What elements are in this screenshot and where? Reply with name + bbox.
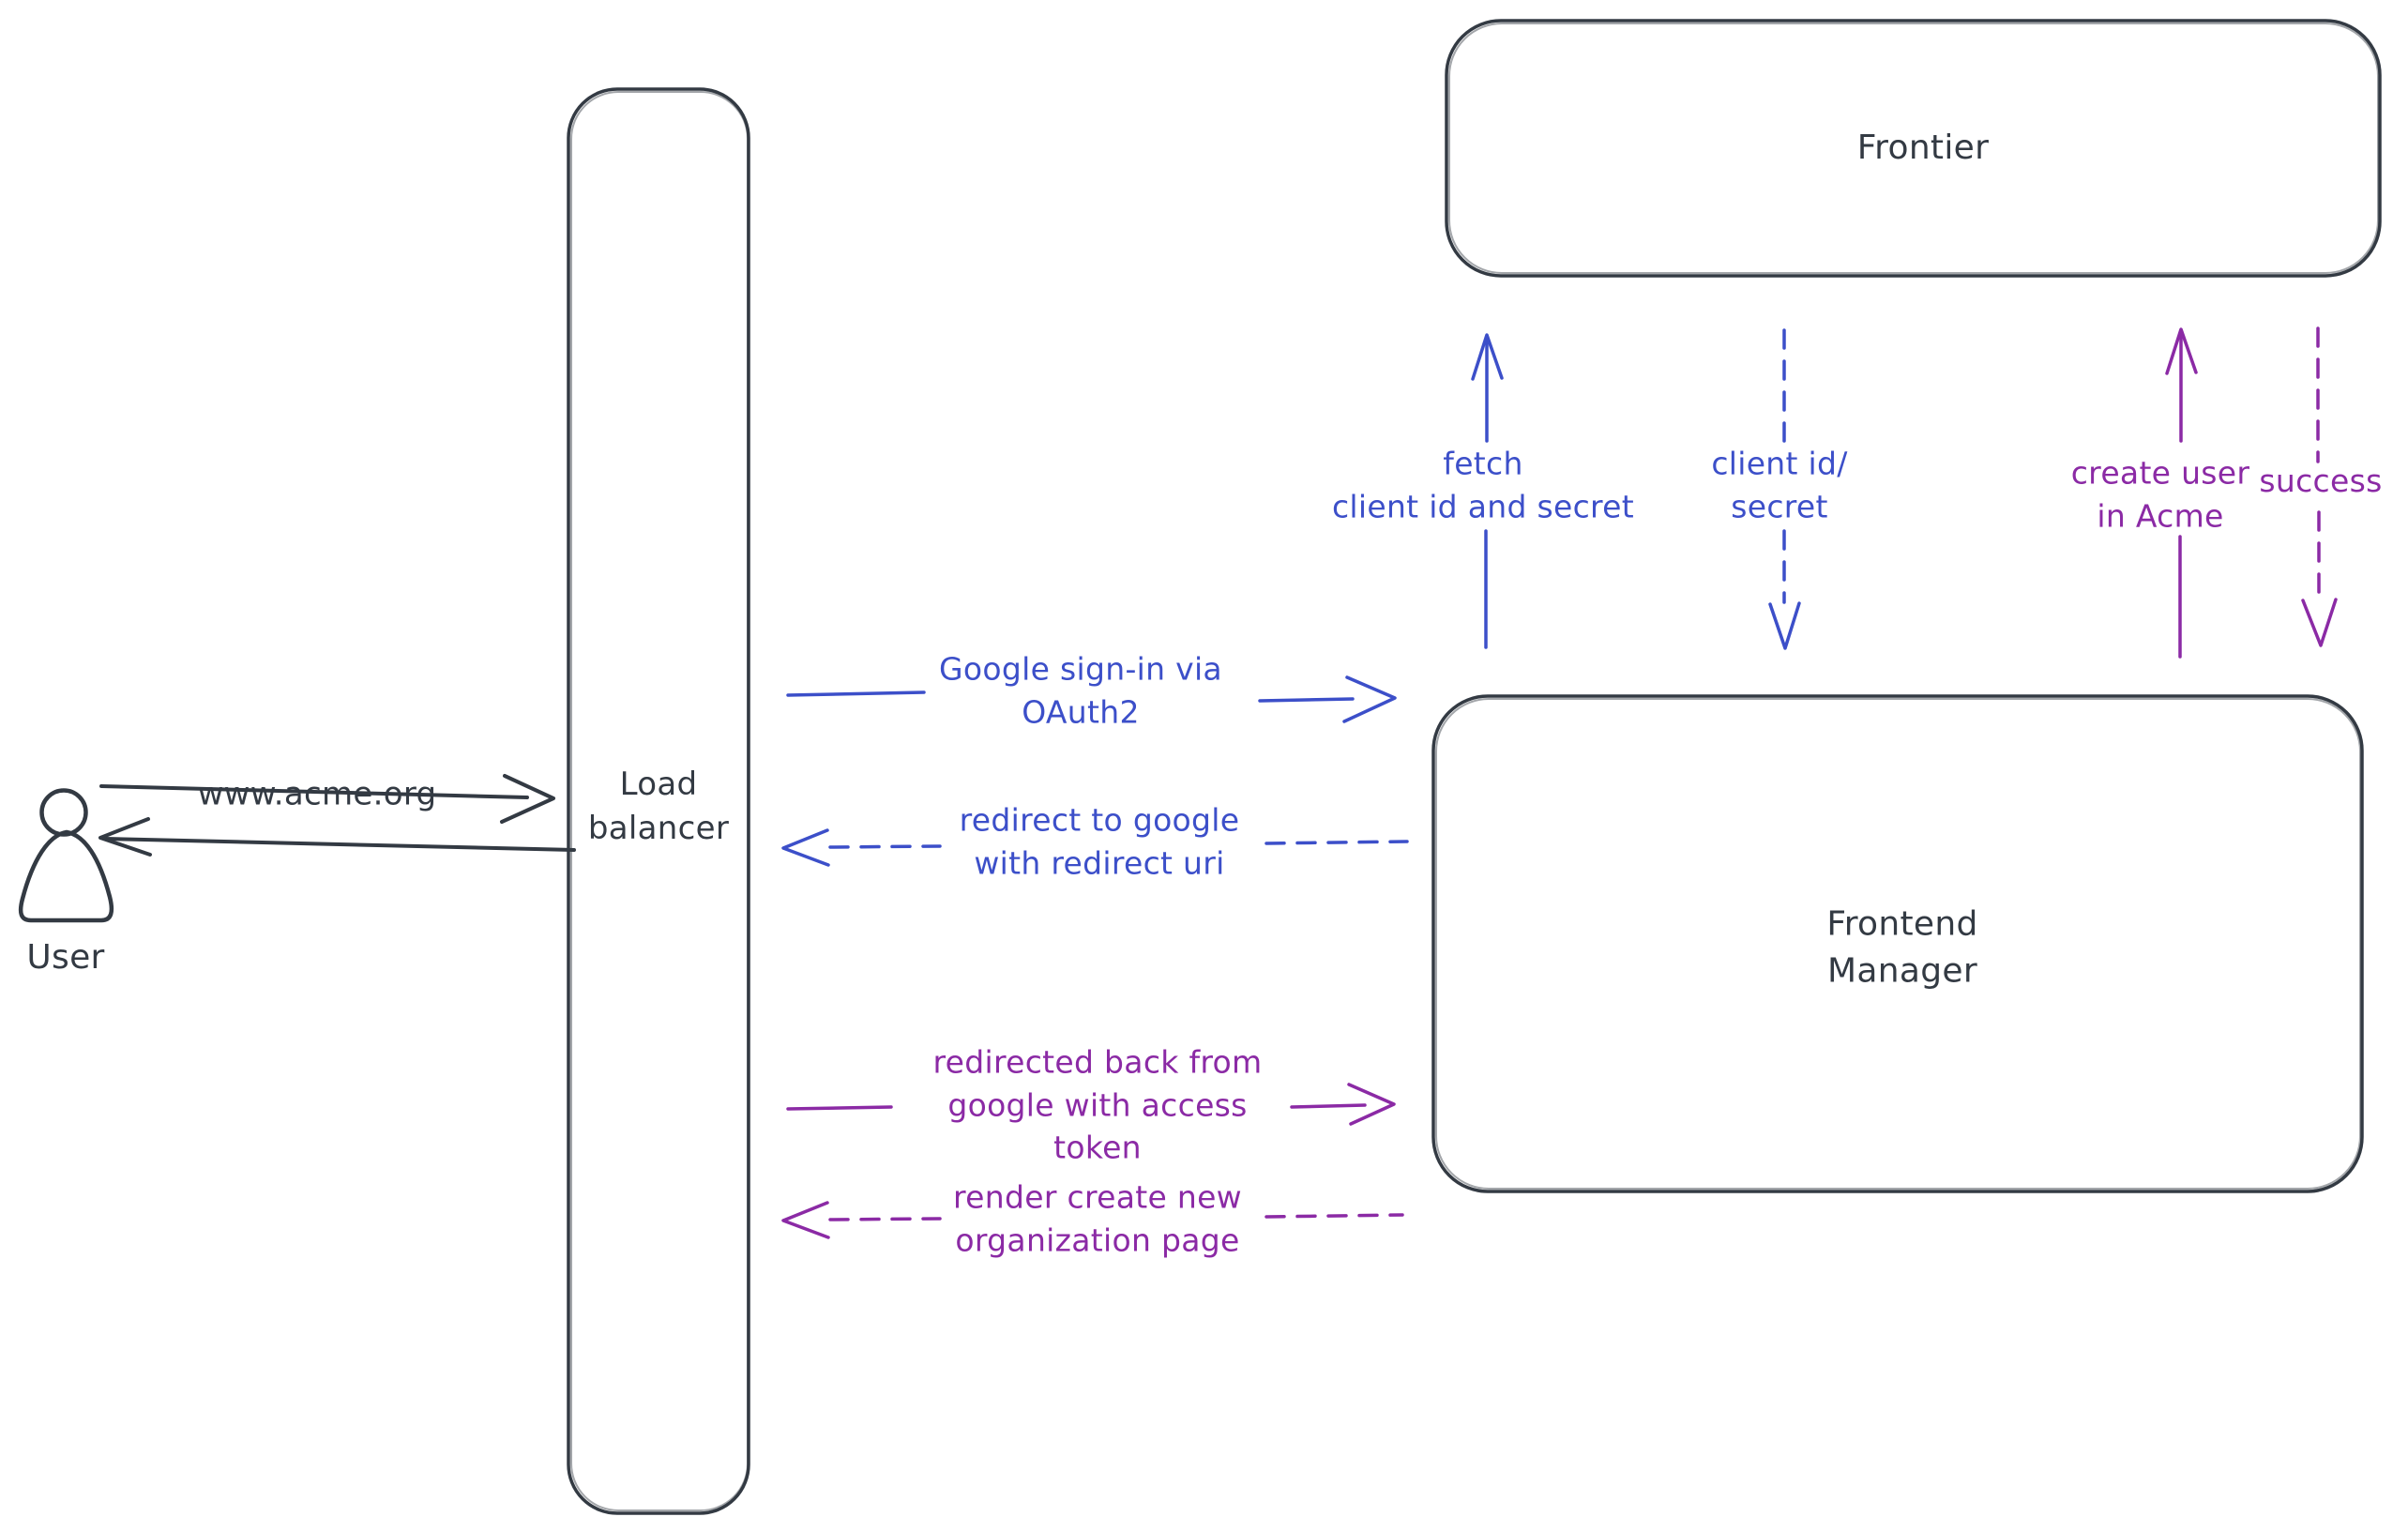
arrow-shaft (1265, 1213, 1404, 1219)
arrowhead (1471, 333, 1504, 381)
arrow-client-id-secret (1768, 328, 1801, 650)
arrowhead (500, 774, 555, 824)
frontend-manager-box (1431, 694, 2364, 1193)
edge-label-redirected-back: redirected back from google with access … (932, 1043, 1263, 1166)
arrow-shaft (786, 690, 926, 697)
node-label-frontier: Frontier (1856, 129, 1990, 168)
arrow-shaft (99, 784, 529, 799)
edge-label-success: success (2259, 463, 2383, 500)
arrowhead (2301, 598, 2338, 647)
arrowhead (781, 828, 830, 867)
node-label-load-balancer: Load balancer (587, 766, 730, 847)
arrow-shaft (1258, 697, 1355, 703)
arrow-success (2301, 326, 2338, 647)
node-label-user: User (26, 938, 105, 978)
edge-label-google-signin: Google sign-in via OAuth2 (939, 650, 1222, 730)
arrow-shaft (786, 1105, 893, 1111)
arrow-fetch-client (1471, 333, 1504, 649)
arrow-shaft (1265, 840, 1409, 845)
edge-label-create-user: create user in Acme (2070, 454, 2250, 534)
user-actor-icon (18, 788, 114, 923)
arrow-create-user (2165, 327, 2198, 659)
arrow-shaft (1290, 1103, 1367, 1109)
node-label-frontend-manager: Frontend Manager (1826, 904, 1978, 990)
user-body (18, 829, 114, 923)
arrowhead (781, 1201, 830, 1239)
arrow-shaft (103, 837, 576, 852)
arrow-google-signin (786, 675, 1397, 723)
arrow-shaft (828, 844, 942, 849)
edge-label-fetch-client: fetch client id and secret (1331, 445, 1635, 524)
user-head (39, 788, 88, 837)
arrow-redirect-to-google (781, 828, 1409, 867)
load-balancer-box (567, 87, 750, 1515)
edge-label-redirect-to-google: redirect to google with redirect uri (959, 801, 1240, 881)
arrow-redirected-back (786, 1083, 1396, 1126)
arrowhead (1342, 675, 1397, 723)
arrow-render-org-page (781, 1201, 1404, 1239)
arrowhead (1768, 601, 1801, 650)
arrowhead (98, 817, 152, 857)
arrowhead (2165, 327, 2198, 375)
edge-label-render-org-page: render create new organization page (953, 1178, 1242, 1258)
arrow-return-to-user (98, 817, 576, 857)
frontier-box (1445, 19, 2382, 278)
edge-label-client-id-secret: client id/ secret (1711, 445, 1848, 524)
edge-label-www-acme: www.acme.org (197, 775, 437, 813)
arrow-shaft (828, 1217, 942, 1221)
arrow-www-acme (99, 774, 555, 824)
arrowhead (1347, 1083, 1396, 1126)
